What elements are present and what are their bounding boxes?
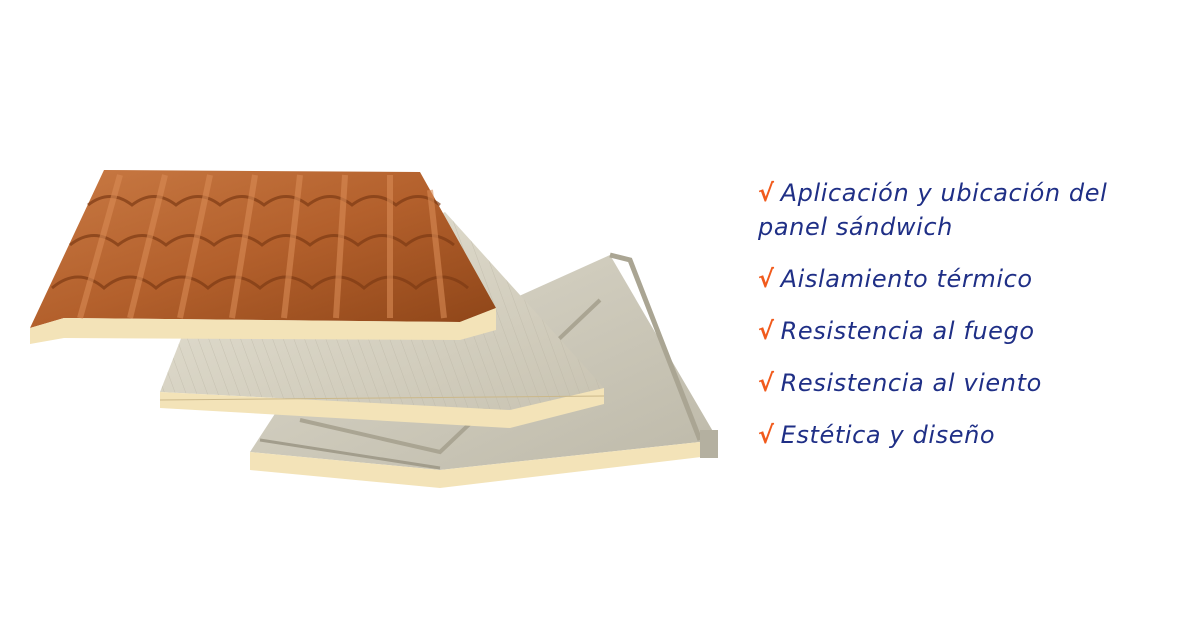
feature-item-fire-resistance: √Resistencia al fuego <box>758 314 1178 348</box>
sandwich-panels-illustration <box>30 170 718 488</box>
feature-label: Aislamiento térmico <box>780 265 1033 293</box>
feature-label: Resistencia al viento <box>780 369 1042 397</box>
feature-list: √Aplicación y ubicación del panel sándwi… <box>758 176 1178 470</box>
feature-item-thermal-insulation: √Aislamiento térmico <box>758 262 1178 296</box>
feature-label: Resistencia al fuego <box>780 317 1035 345</box>
feature-item-wind-resistance: √Resistencia al viento <box>758 366 1178 400</box>
check-icon: √ <box>758 369 775 397</box>
feature-label: Estética y diseño <box>780 421 996 449</box>
check-icon: √ <box>758 421 775 449</box>
check-icon: √ <box>758 265 775 293</box>
check-icon: √ <box>758 179 775 207</box>
feature-item-aesthetics: √Estética y diseño <box>758 418 1178 452</box>
feature-label: Aplicación y ubicación del panel sándwic… <box>758 179 1108 241</box>
check-icon: √ <box>758 317 775 345</box>
feature-item-application: √Aplicación y ubicación del panel sándwi… <box>758 176 1178 244</box>
tile-roof-panel <box>30 170 496 344</box>
